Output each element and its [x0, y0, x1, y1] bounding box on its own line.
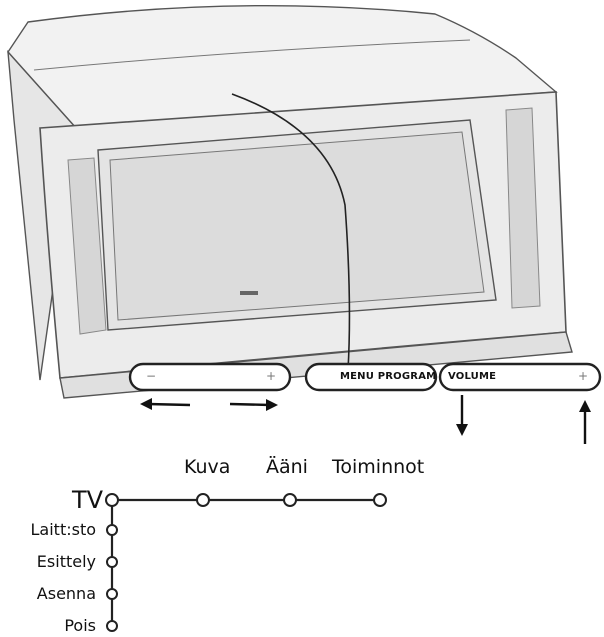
- menu-tab-toiminnot[interactable]: Toiminnot: [332, 456, 425, 478]
- leader-line: [231, 93, 351, 371]
- menu-program-label: MENU PROGRAM: [340, 371, 437, 382]
- menu-item-asenna[interactable]: Asenna: [36, 584, 96, 603]
- plus-sign-left: +: [266, 369, 277, 383]
- plus-sign-right: +: [578, 369, 589, 383]
- menu-node-esittely[interactable]: [106, 556, 118, 568]
- menu-node-laittsto[interactable]: [106, 524, 118, 536]
- volume-label: VOLUME: [448, 371, 497, 382]
- tv-speaker-right: [505, 107, 541, 309]
- menu-root-tv[interactable]: TV: [72, 486, 104, 514]
- menu-tab-kuva[interactable]: Kuva: [184, 456, 231, 478]
- minus-plus-bar[interactable]: [128, 362, 292, 392]
- arrow-down-icon: [456, 395, 468, 436]
- menu-item-laittsto[interactable]: Laitt:sto: [30, 520, 97, 539]
- tv-screen: [109, 131, 485, 321]
- tv-speaker-left: [67, 157, 107, 335]
- menu-node-asenna[interactable]: [106, 588, 118, 600]
- menu-node-toiminnot[interactable]: [373, 493, 387, 507]
- arrow-up-icon: [579, 400, 591, 444]
- menu-node-aani[interactable]: [283, 493, 297, 507]
- arrow-right-icon: [229, 399, 278, 411]
- tv-logo: [240, 291, 258, 295]
- menu-node-pois[interactable]: [106, 620, 118, 632]
- tv-cabinet-ridge: [33, 39, 471, 71]
- menu-program-bar[interactable]: [304, 362, 438, 392]
- menu-item-pois[interactable]: Pois: [64, 616, 96, 635]
- menu-tab-aani[interactable]: Ääni: [266, 456, 308, 478]
- arrow-left-icon: [140, 398, 191, 410]
- menu-node-tv[interactable]: [105, 493, 119, 507]
- menu-item-esittely[interactable]: Esittely: [36, 552, 96, 571]
- volume-bar[interactable]: [438, 362, 602, 392]
- minus-sign: −: [146, 369, 157, 383]
- menu-node-kuva[interactable]: [196, 493, 210, 507]
